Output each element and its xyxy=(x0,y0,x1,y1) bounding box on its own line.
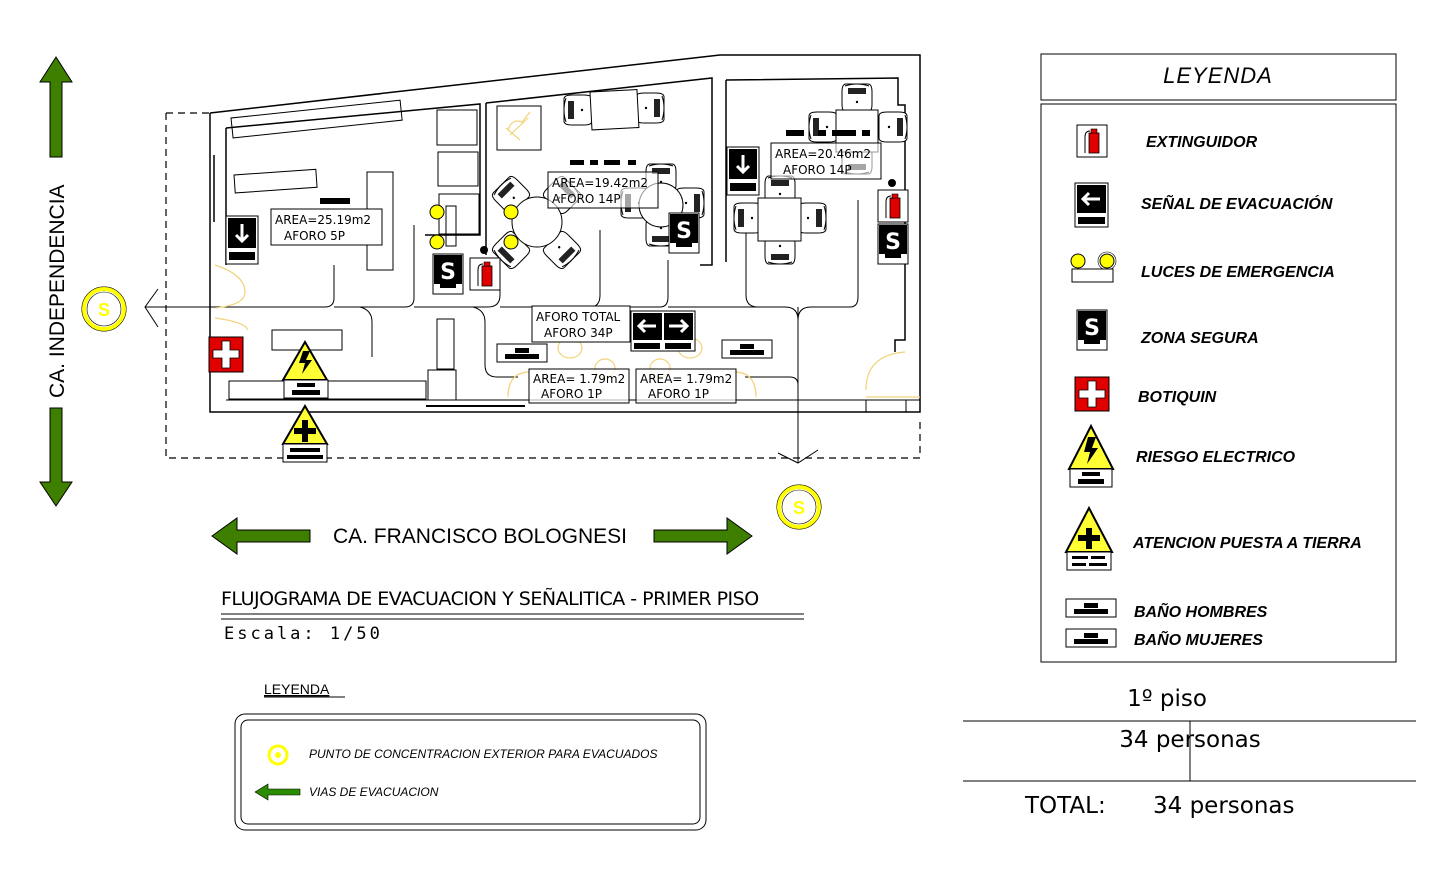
plan-scale: Escala: 1/50 xyxy=(224,624,383,644)
svg-text:ATENCION PUESTA A TIERRA: ATENCION PUESTA A TIERRA xyxy=(1132,535,1362,552)
svg-text:AREA= 1.79m2: AREA= 1.79m2 xyxy=(640,372,732,386)
svg-text:AREA= 1.79m2: AREA= 1.79m2 xyxy=(533,372,625,386)
evacuation-sign-icon xyxy=(224,214,260,266)
legend-title: LEYENDA xyxy=(1163,63,1273,88)
fire-extinguisher-icon xyxy=(469,257,501,291)
street-bolognesi: CA. FRANCISCO BOLOGNESI xyxy=(211,517,753,555)
street-label-independencia: CA. INDEPENDENCIA xyxy=(46,184,69,398)
svg-text:AFORO 14P: AFORO 14P xyxy=(783,163,852,177)
room-label-5: AREA= 1.79m2 AFORO 1P xyxy=(635,368,737,404)
summary-total-people: 34 personas xyxy=(1153,793,1295,819)
assembly-point-icon xyxy=(267,744,289,766)
svg-text:RIESGO ELECTRICO: RIESGO ELECTRICO xyxy=(1136,449,1296,466)
room-label-1: AREA=25.19m2 AFORO 5P xyxy=(270,208,383,246)
svg-text:AREA=20.46m2: AREA=20.46m2 xyxy=(775,147,871,161)
first-aid-icon xyxy=(1074,376,1110,412)
legend-item-first-aid: BOTIQUIN xyxy=(1074,376,1217,412)
plan-title: FLUJOGRAMA DE EVACUACION Y SEÑALITICA - … xyxy=(221,587,759,610)
svg-text:BOTIQUIN: BOTIQUIN xyxy=(1138,389,1217,406)
evacuation-route-arrow-icon xyxy=(254,783,301,801)
svg-text:AFORO 1P: AFORO 1P xyxy=(648,387,709,401)
table-group xyxy=(563,89,665,131)
main-legend: LEYENDA EXTINGUIDOR SEÑAL DE EVACUACIÓN xyxy=(1040,53,1397,663)
small-legend: LEYENDA PUNTO DE CONCENTRACION EXTERIOR … xyxy=(234,681,707,831)
evacuation-arrow-down-icon xyxy=(39,407,73,507)
svg-text:AFORO 34P: AFORO 34P xyxy=(544,326,613,340)
summary-floor: 1º piso xyxy=(1127,686,1207,712)
summary-total-label: TOTAL: xyxy=(1024,793,1106,819)
counter xyxy=(230,99,403,139)
property-boundary xyxy=(165,113,921,459)
room-label-4: AREA= 1.79m2 AFORO 1P xyxy=(528,368,630,404)
svg-text:AFORO 1P: AFORO 1P xyxy=(541,387,602,401)
svg-text:AFORO 14P: AFORO 14P xyxy=(552,192,621,206)
safe-zone-icon xyxy=(668,212,700,254)
svg-text:AFORO 5P: AFORO 5P xyxy=(284,229,345,243)
room-label-2: AREA=19.42m2 AFORO 14P xyxy=(547,171,659,209)
fire-extinguisher-icon xyxy=(1076,124,1108,158)
summary-floor-people: 34 personas xyxy=(1119,727,1261,753)
safe-zone-icon xyxy=(877,223,909,265)
first-aid-icon xyxy=(208,336,244,373)
svg-text:AREA=25.19m2: AREA=25.19m2 xyxy=(275,213,371,227)
safe-zone-icon xyxy=(432,253,464,295)
womens-restroom-icon xyxy=(721,339,773,359)
svg-text:ZONA SEGURA: ZONA SEGURA xyxy=(1140,330,1259,347)
legend-item-emergency-lights: LUCES DE EMERGENCIA xyxy=(1070,251,1335,283)
safe-zone-icon xyxy=(1076,309,1108,351)
assembly-point-icon: S xyxy=(80,285,128,333)
evacuation-flow-arrow xyxy=(777,307,819,464)
counter xyxy=(233,168,318,194)
legend-item-womens-restroom: BAÑO MUJERES xyxy=(1065,628,1263,649)
table-group xyxy=(733,175,827,265)
evacuation-arrow-up-icon xyxy=(39,56,73,158)
electric-risk-icon xyxy=(282,341,329,399)
fire-extinguisher-icon xyxy=(877,189,909,223)
legend-item-mens-restroom: BAÑO HOMBRES xyxy=(1065,598,1268,621)
title-block: FLUJOGRAMA DE EVACUACION Y SEÑALITICA - … xyxy=(221,587,804,644)
table-group xyxy=(489,173,584,272)
legend-item-evacuation-sign: SEÑAL DE EVACUACIÓN xyxy=(1074,182,1333,228)
floor-plan: AREA=25.19m2 AFORO 5P AREA=19.42m2 AFORO… xyxy=(80,54,921,531)
svg-text:AREA=19.42m2: AREA=19.42m2 xyxy=(552,176,648,190)
svg-text:S: S xyxy=(98,300,110,320)
evacuation-sign-icon xyxy=(725,145,761,197)
electric-risk-icon xyxy=(1067,423,1115,488)
ground-warning-icon xyxy=(1064,505,1114,571)
svg-text:SEÑAL DE EVACUACIÓN: SEÑAL DE EVACUACIÓN xyxy=(1141,193,1333,213)
assembly-point-icon: S xyxy=(775,483,823,531)
emergency-lights-icon xyxy=(1070,251,1117,283)
svg-text:BAÑO HOMBRES: BAÑO HOMBRES xyxy=(1134,601,1268,621)
ground-warning-icon xyxy=(282,405,328,463)
legend-item-extinguisher: EXTINGUIDOR xyxy=(1076,124,1258,158)
small-legend-item-label: VIAS DE EVACUACION xyxy=(309,785,439,799)
mens-restroom-icon xyxy=(1065,598,1117,618)
street-independencia: CA. INDEPENDENCIA xyxy=(39,56,73,507)
room-label-3: AREA=20.46m2 AFORO 14P xyxy=(770,142,882,180)
small-legend-title: LEYENDA xyxy=(264,681,330,697)
svg-text:LUCES DE EMERGENCIA: LUCES DE EMERGENCIA xyxy=(1141,264,1335,281)
evacuation-sign-left-right-icon xyxy=(630,310,696,352)
occupancy-summary: 1º piso 34 personas TOTAL: 34 personas xyxy=(963,686,1416,819)
svg-text:BAÑO MUJERES: BAÑO MUJERES xyxy=(1134,629,1263,649)
legend-item-safe-zone: ZONA SEGURA xyxy=(1076,309,1259,351)
evacuation-arrow-right-icon xyxy=(653,517,753,555)
street-label-bolognesi: CA. FRANCISCO BOLOGNESI xyxy=(333,525,627,548)
svg-text:AFORO TOTAL: AFORO TOTAL xyxy=(536,310,621,324)
legend-item-ground-warning: ATENCION PUESTA A TIERRA xyxy=(1064,505,1362,571)
small-legend-item-label: PUNTO DE CONCENTRACION EXTERIOR PARA EVA… xyxy=(309,747,658,761)
svg-text:S: S xyxy=(793,498,805,518)
womens-restroom-icon xyxy=(1065,628,1117,648)
evacuation-flow-arrow xyxy=(144,288,210,328)
emergency-lights-icon xyxy=(429,204,519,250)
legend-item-electric-risk: RIESGO ELECTRICO xyxy=(1067,423,1296,488)
svg-text:EXTINGUIDOR: EXTINGUIDOR xyxy=(1146,134,1258,151)
mens-restroom-icon xyxy=(496,343,548,363)
evacuation-arrow-left-icon xyxy=(211,517,311,555)
aforo-total-label: AFORO TOTAL AFORO 34P xyxy=(531,305,631,343)
evacuation-sign-icon xyxy=(1074,182,1109,228)
